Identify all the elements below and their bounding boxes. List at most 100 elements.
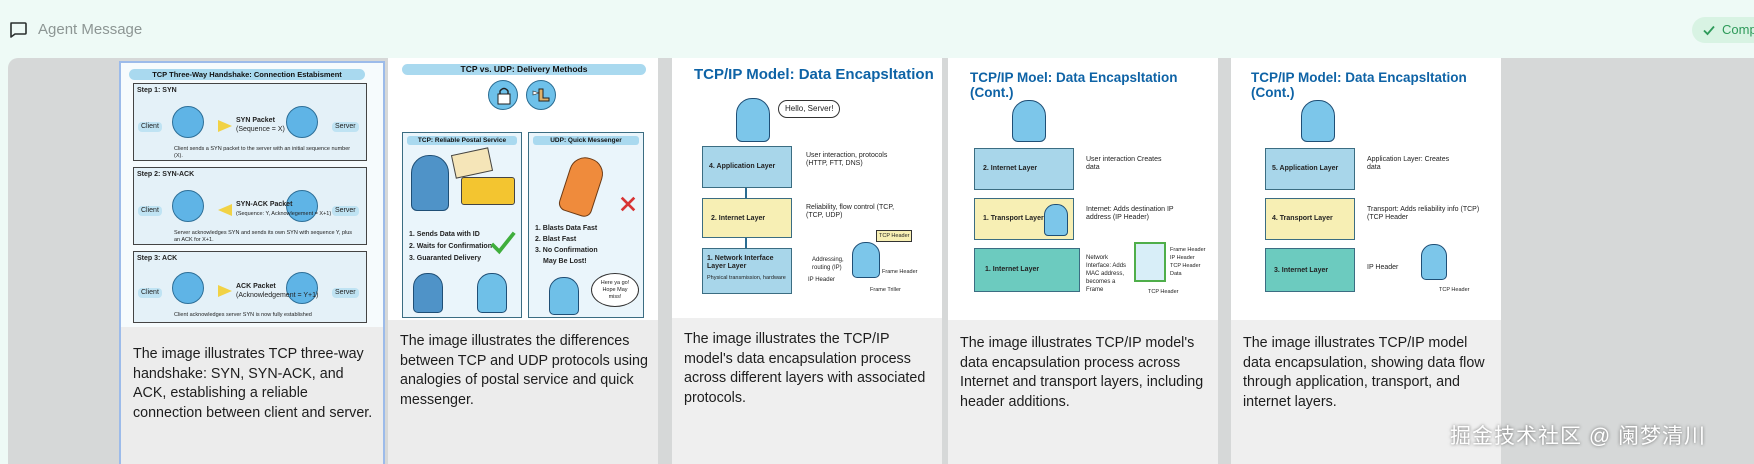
- robot-client-icon: [172, 106, 204, 138]
- delivery-truck-icon: [461, 177, 515, 205]
- layer-desc: Reliability, flow control (TCP, (TCP, UD…: [806, 204, 895, 219]
- tag-label: IP Header: [1170, 255, 1195, 261]
- layer-name: 4. Transport Layer: [1272, 215, 1333, 222]
- step-note: Client sends a SYN packet to the server …: [174, 146, 351, 159]
- gallery-card-encapsulation-cont-2[interactable]: TCP/IP Model: Data Encapsltation (Cont.)…: [1231, 58, 1501, 464]
- robot-mascot-icon: [1301, 100, 1335, 142]
- postal-robot-small-icon: [413, 273, 443, 313]
- packet-detail: (Acknowledgement = Y+1): [236, 292, 319, 299]
- layer-application: 4. Application Layer: [702, 146, 792, 188]
- step-label: Step 3: ACK: [137, 255, 178, 262]
- tag-label: TCP Header: [1439, 287, 1470, 293]
- layer-desc: User interaction Creates data: [1086, 156, 1162, 171]
- postal-robot-icon: [411, 155, 449, 211]
- robot-mascot-icon: [1012, 100, 1046, 142]
- card-image: TCP/IP Model: Data Encapsltation (Cont.)…: [1231, 58, 1501, 320]
- gallery-card-encapsulation-cont[interactable]: TCP/IP Moel: Data Encapsltation (Cont.) …: [948, 58, 1218, 464]
- layer-desc: Transport: Adds reliability info (TCP) (…: [1367, 206, 1480, 221]
- server-label: Server: [332, 206, 359, 216]
- tag-label: Frame Header: [1170, 247, 1206, 253]
- tag-label: TCP Header: [1170, 263, 1201, 269]
- gallery-card-tcp-udp[interactable]: TCP vs. UDP: Delivery Methods TCP: Relia…: [388, 58, 658, 464]
- checkmark-icon: [490, 231, 516, 255]
- image-title: TCP/IP Model: Data Encapsltation (Cont.): [1251, 70, 1467, 100]
- layer-internet: 3. Internet Layer: [1265, 248, 1355, 292]
- udp-point: 2. Blast Fast: [535, 236, 577, 243]
- step-ack: Step 3: ACK Client Server ACK Packet (Ac…: [133, 251, 367, 323]
- robot-data-icon: [852, 242, 880, 278]
- tag-label: IP Header: [808, 277, 835, 283]
- tag-label: Frame Header: [882, 269, 918, 275]
- udp-point: May Be Lost!: [543, 258, 587, 265]
- layer-name: 1. Internet Layer: [985, 266, 1040, 273]
- card-image: TCP/IP Model: Data Encapsltation Hello, …: [672, 58, 942, 318]
- packet-name: SYN Packet: [236, 117, 275, 124]
- envelope-icon: [450, 147, 494, 179]
- complete-status-badge: Comp: [1692, 17, 1754, 43]
- robot-data-icon: [1421, 244, 1447, 280]
- layer-desc: Network Interface: Adds MAC address, bec…: [1086, 255, 1127, 293]
- tcp-point: 2. Waits for Confirmation: [409, 243, 492, 250]
- step-note: Server acknowledges SYN and sends its ow…: [174, 230, 353, 243]
- layer-name: 4. Application Layer: [709, 163, 776, 170]
- udp-panel: UDP: Quick Messenger 1. Blasts Data Fast…: [528, 132, 644, 318]
- tcp-heading: TCP: Reliable Postal Service: [407, 136, 517, 145]
- agent-message-title: Agent Message: [38, 21, 143, 38]
- status-badge-label: Comp: [1722, 22, 1754, 37]
- layer-desc: Internet: Adds destination IP address (I…: [1086, 206, 1174, 221]
- tag-label: TCP Header: [1148, 289, 1179, 295]
- layer-name: 1. Network Interface Layer Layer: [707, 255, 774, 270]
- image-title: TCP/IP Moel: Data Encapsltation (Cont.): [970, 70, 1178, 100]
- lock-icon: [488, 80, 518, 110]
- layer-name: 3. Internet Layer: [1274, 267, 1329, 274]
- arrow-right-icon: [218, 120, 232, 132]
- image-title: TCP Three-Way Handshake: Connection Esta…: [129, 69, 365, 80]
- card-caption: The image illustrates TCP three-way hand…: [121, 327, 383, 464]
- tag-label: Data: [1170, 271, 1182, 277]
- robot-helper-icon: [1044, 204, 1068, 236]
- step-label: Step 1: SYN: [137, 87, 177, 94]
- layer-internet: 2. Internet Layer: [974, 148, 1074, 190]
- layer-internet-bottom: 1. Internet Layer: [974, 248, 1080, 292]
- x-mark-icon: [620, 196, 636, 212]
- image-title: TCP vs. UDP: Delivery Methods: [402, 64, 646, 75]
- step-syn: Step 1: SYN Client Server SYN Packet (Se…: [133, 83, 367, 161]
- speech-bubble: Hello, Server!: [778, 100, 841, 118]
- layer-name: 2. Internet Layer: [983, 165, 1038, 172]
- winged-boot-icon: [526, 80, 556, 110]
- layer-network-interface: 1. Network Interface Layer Layer Physica…: [702, 248, 792, 294]
- gallery-card-encapsulation[interactable]: TCP/IP Model: Data Encapsltation Hello, …: [672, 58, 942, 464]
- client-label: Client: [138, 206, 162, 216]
- message-header: Agent Message Comp: [0, 0, 1754, 58]
- speech-bubble: Here ya go! Hope May miss!: [591, 273, 639, 307]
- gallery-card-tcp-handshake[interactable]: TCP Three-Way Handshake: Connection Esta…: [121, 63, 383, 464]
- client-label: Client: [138, 122, 162, 132]
- card-caption: The image illustrates the TCP/IP model's…: [672, 318, 942, 464]
- message-square-icon: [10, 22, 27, 38]
- client-label: Client: [138, 288, 162, 298]
- running-robot-icon: [556, 153, 608, 219]
- arrow-right-icon: [218, 285, 232, 297]
- tcp-header-tag: TCP Header: [876, 230, 913, 242]
- arrow-left-icon: [218, 204, 232, 216]
- framed-robot-icon: [1134, 242, 1166, 282]
- layer-desc: Addressing, routing (IP): [812, 257, 844, 271]
- card-image: TCP Three-Way Handshake: Connection Esta…: [121, 63, 383, 327]
- tag-label: Frame Triller: [870, 287, 901, 293]
- layer-name: 1. Transport Layer: [983, 215, 1044, 222]
- layer-desc: IP Header: [1367, 264, 1399, 271]
- robot-server-icon: [286, 190, 318, 222]
- card-image: TCP/IP Moel: Data Encapsltation (Cont.) …: [948, 58, 1218, 320]
- server-label: Server: [332, 288, 359, 298]
- robot-client-icon: [172, 272, 204, 304]
- messenger-robot-icon: [549, 277, 579, 315]
- packet-name: ACK Packet: [236, 283, 276, 290]
- tcp-panel: TCP: Reliable Postal Service 1. Sends Da…: [402, 132, 522, 318]
- watermark-text: 掘金技术社区 @ 阑梦清川: [1450, 425, 1706, 448]
- card-caption: The image illustrates TCP/IP model's dat…: [948, 320, 1218, 464]
- layer-name: 2. Internet Layer: [711, 215, 766, 222]
- image-title: TCP/IP Model: Data Encapsltation: [694, 66, 934, 83]
- check-icon: [1703, 25, 1715, 36]
- helper-robot-icon: [477, 273, 507, 313]
- tcp-point: 3. Guaranted Delivery: [409, 255, 481, 262]
